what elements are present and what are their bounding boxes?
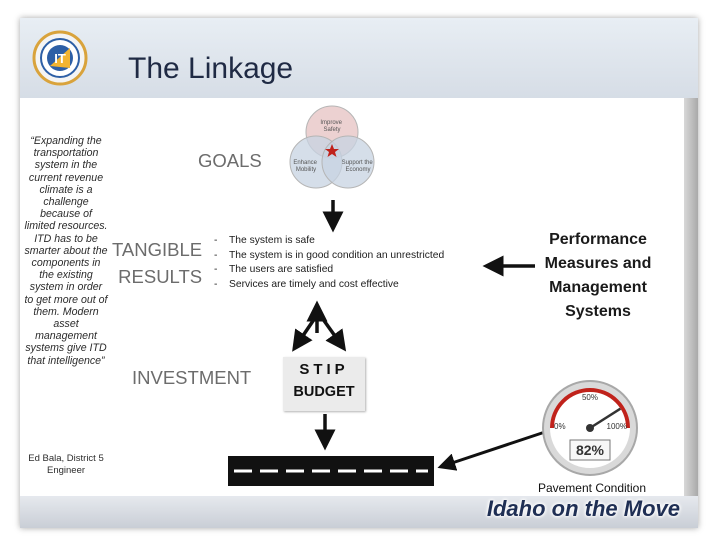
performance-line4: Systems xyxy=(565,303,631,320)
svg-text:Support the Economy: Support the Economy xyxy=(342,160,375,173)
slide-title: The Linkage xyxy=(128,52,294,85)
performance-line3: Management xyxy=(549,279,647,296)
gauge-mark-0: 0% xyxy=(554,422,566,431)
investment-label: INVESTMENT xyxy=(132,367,252,388)
tangible-line1: TANGIBLE xyxy=(112,239,203,260)
bottom-bar xyxy=(20,496,698,528)
svg-text:Enhance Mobility: Enhance Mobility xyxy=(293,160,318,173)
gauge-reading: 82% xyxy=(576,442,605,458)
pavement-condition-label: Pavement Condition xyxy=(537,481,647,495)
gauge-needle xyxy=(589,407,622,430)
result-item: The system is safe xyxy=(214,234,478,249)
venn-right-line2: Economy xyxy=(345,167,370,173)
performance-line1: Performance xyxy=(549,231,647,248)
gauge-red-arc xyxy=(550,388,630,429)
result-item: Services are timely and cost effective xyxy=(214,278,478,293)
tangible-results-list: The system is safe The system is in good… xyxy=(214,234,478,304)
tangible-line2: RESULTS xyxy=(118,266,203,287)
budget-label: BUDGET xyxy=(293,384,355,400)
svg-text:Improve Safety: Improve Safety xyxy=(320,120,343,133)
arrow-gauge-to-road xyxy=(437,430,546,471)
arrow-left-down xyxy=(292,314,319,352)
stip-label: STIP xyxy=(299,361,349,378)
arrow-right-down xyxy=(318,313,347,352)
gauge-mark-100: 100% xyxy=(607,422,627,431)
venn-right-line1: Support the xyxy=(342,160,374,166)
title-bar xyxy=(20,18,698,98)
result-item: The users are satisfied xyxy=(214,263,478,278)
performance-line2: Measures and xyxy=(544,255,652,272)
venn-left-line2: Mobility xyxy=(296,167,316,173)
svg-text:IT: IT xyxy=(54,51,66,66)
tangible-results-label: TANGIBLE RESULTS xyxy=(112,236,202,290)
itd-logo-icon: IT xyxy=(32,30,88,86)
star-icon xyxy=(325,144,339,157)
venn-top-line1: Improve xyxy=(320,120,342,126)
result-item: The system is in good condition an unres… xyxy=(214,249,478,264)
goals-venn-diagram: Improve Safety Enhance Mobility Support … xyxy=(289,105,375,189)
right-border-bar xyxy=(684,98,698,528)
pavement-gauge: 50% 0% 100% 82% xyxy=(542,380,638,476)
venn-left-line1: Enhance xyxy=(293,160,317,166)
quote-text: “Expanding the transportation system in … xyxy=(24,135,108,367)
tagline: Idaho on the Move xyxy=(486,496,680,521)
goals-label: GOALS xyxy=(198,150,262,171)
quote-author: Ed Bala, District 5 Engineer xyxy=(28,453,104,476)
performance-measures-text: Performance Measures and Management Syst… xyxy=(532,228,664,324)
stip-budget-box: STIP BUDGET xyxy=(283,357,365,411)
venn-top-line2: Safety xyxy=(323,127,340,133)
gauge-mark-50: 50% xyxy=(582,393,598,402)
